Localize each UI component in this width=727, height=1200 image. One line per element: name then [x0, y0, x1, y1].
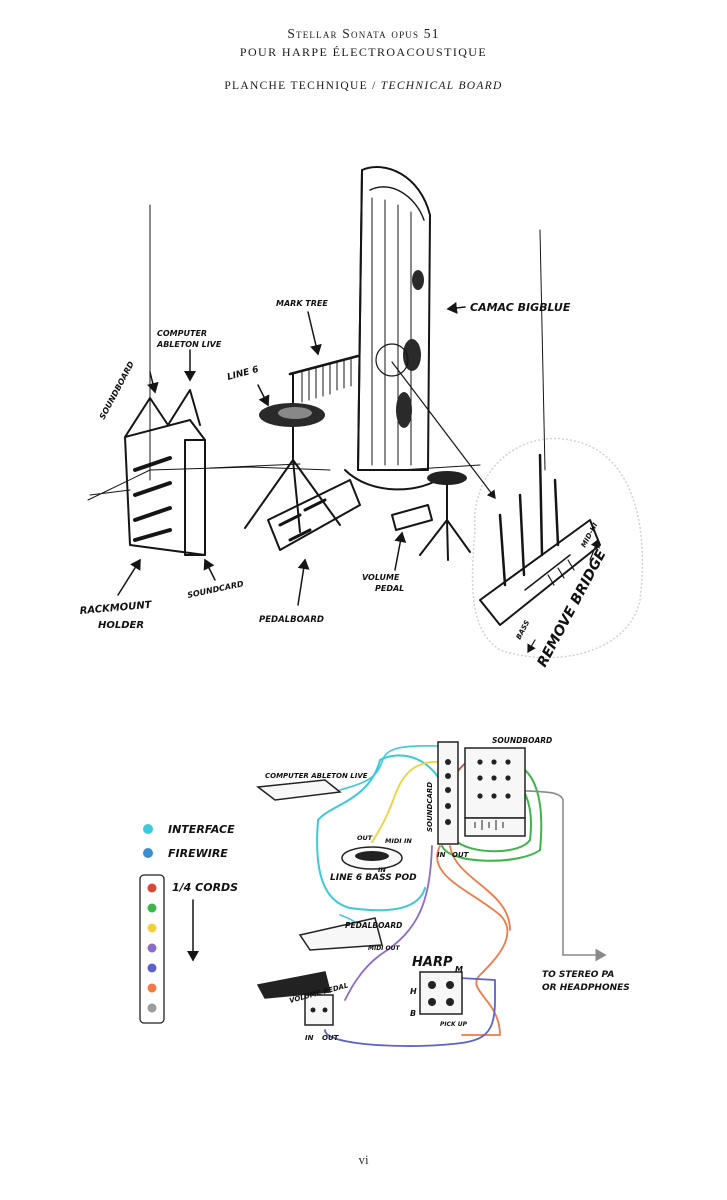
- legend-cord-orange: [147, 983, 157, 993]
- line6-label: LINE 6: [226, 365, 260, 383]
- technical-board-heading: PLANCHE TECHNIQUE / TECHNICAL BOARD: [0, 80, 727, 92]
- legend-cord-red: [147, 883, 157, 893]
- cable-purple: [344, 845, 433, 1001]
- bass-label: BASS: [515, 619, 532, 641]
- line6-device: [341, 846, 403, 870]
- wd-harp-m-label: M: [455, 965, 463, 974]
- soundboard-device: [464, 747, 526, 837]
- wd-computer-label: COMPUTER ABLETON LIVE: [265, 772, 368, 780]
- legend-swatch-firewire: [143, 848, 153, 858]
- ground-texture: [87, 204, 546, 501]
- volume-pedal-device: [256, 971, 334, 1026]
- wd-pedalboard-label: PEDALBOARD: [345, 921, 402, 930]
- wd-harp-label: HARP: [412, 955, 453, 970]
- setup-drawing: CAMAC BIGBLUE MARK TREE LINE 6 COMPUTER …: [79, 166, 644, 670]
- soundcard-label: SOUNDCARD: [187, 579, 245, 600]
- wd-harp-h-label: H: [410, 987, 417, 996]
- pedalboard-device: [298, 917, 383, 951]
- legend-cord-yellow: [147, 923, 157, 933]
- rackmount-label-1: RACKMOUNT: [79, 600, 153, 617]
- page-number: vi: [358, 1152, 369, 1167]
- legend-cord-purple: [147, 943, 157, 953]
- cable-blue: [324, 977, 496, 1047]
- computer-label: COMPUTER: [157, 329, 207, 338]
- wd-soundcard-out-label: OUT: [452, 851, 470, 859]
- wd-soundboard-label: SOUNDBOARD: [492, 736, 552, 745]
- mark-tree-drawing: [244, 354, 360, 533]
- ableton-label: ABLETON LIVE: [156, 340, 222, 349]
- legend-cord-green: [147, 903, 157, 913]
- cable-firewire-computer: [339, 745, 441, 791]
- score-subtitle: pour harpe électroacoustique: [239, 45, 488, 59]
- rackmount-drawing: [124, 389, 206, 556]
- bridge-zoom-circle: [471, 437, 644, 659]
- legend-cord-blue: [147, 963, 157, 973]
- legend-cord-grey: [147, 1003, 157, 1013]
- legend: INTERFACE FIREWIRE 1/4 CORDS: [139, 823, 238, 1024]
- volume-pedal-label-2: PEDAL: [375, 584, 404, 593]
- wd-line6-in-label: IN: [378, 866, 386, 874]
- score-title: Stellar Sonata opus 51: [287, 26, 440, 41]
- legend-swatch-interface: [143, 824, 153, 834]
- legend-cords-label: 1/4 CORDS: [172, 881, 238, 894]
- volume-pedal-drawing: [391, 504, 433, 531]
- harp-drawing: [344, 166, 446, 491]
- wiring-diagram: INTERFACE FIREWIRE 1/4 CORDS: [139, 736, 630, 1047]
- bridge-zoom-drawing: [479, 453, 601, 626]
- cable-yellow: [371, 760, 446, 843]
- computer-device: [256, 779, 342, 801]
- wd-stereo-label-1: TO STEREO PA: [542, 970, 614, 980]
- wd-soundcard-label: SOUNDCARD: [426, 782, 434, 832]
- pedalboard-drawing: [267, 479, 361, 551]
- callout-arrows: [117, 301, 600, 654]
- soundboard-label: SOUNDBOARD: [98, 360, 136, 421]
- soundcard-device: [437, 741, 459, 845]
- rackmount-label-2: HOLDER: [98, 620, 144, 631]
- cable-interface: [316, 754, 446, 912]
- wd-soundcard-in-label: IN: [437, 851, 446, 859]
- wd-harp-b-label: B: [410, 1009, 416, 1018]
- wd-line6-midi-in-label: MIDI IN: [385, 837, 412, 845]
- legend-firewire-label: FIREWIRE: [168, 847, 228, 860]
- wd-vp-out-label: OUT: [322, 1034, 340, 1042]
- wd-midi-out-label: MIDI OUT: [368, 945, 400, 952]
- wd-line6-out-label: OUT: [357, 834, 373, 842]
- legend-cord-box: [139, 874, 165, 1024]
- cable-orange: [436, 845, 511, 1036]
- harp-pickup-device: [419, 971, 463, 1015]
- stool-drawing: [419, 471, 471, 561]
- remove-bridge-label: REMOVE BRIDGE: [534, 547, 609, 670]
- harp-label: CAMAC BIGBLUE: [470, 301, 571, 314]
- wd-pickup-label: PICK UP: [440, 1021, 468, 1028]
- wd-stereo-label-2: OR HEADPHONES: [542, 983, 630, 993]
- board-label-en: TECHNICAL BOARD: [380, 80, 503, 92]
- pedalboard-label: PEDALBOARD: [259, 615, 324, 625]
- legend-interface-label: INTERFACE: [168, 823, 235, 836]
- mark-tree-label: MARK TREE: [276, 299, 328, 308]
- wd-vp-in-label: IN: [305, 1034, 314, 1042]
- board-label-fr: PLANCHE TECHNIQUE /: [224, 80, 381, 92]
- volume-pedal-label-1: VOLUME: [362, 573, 400, 582]
- wd-line6-label: LINE 6 BASS POD: [330, 873, 417, 883]
